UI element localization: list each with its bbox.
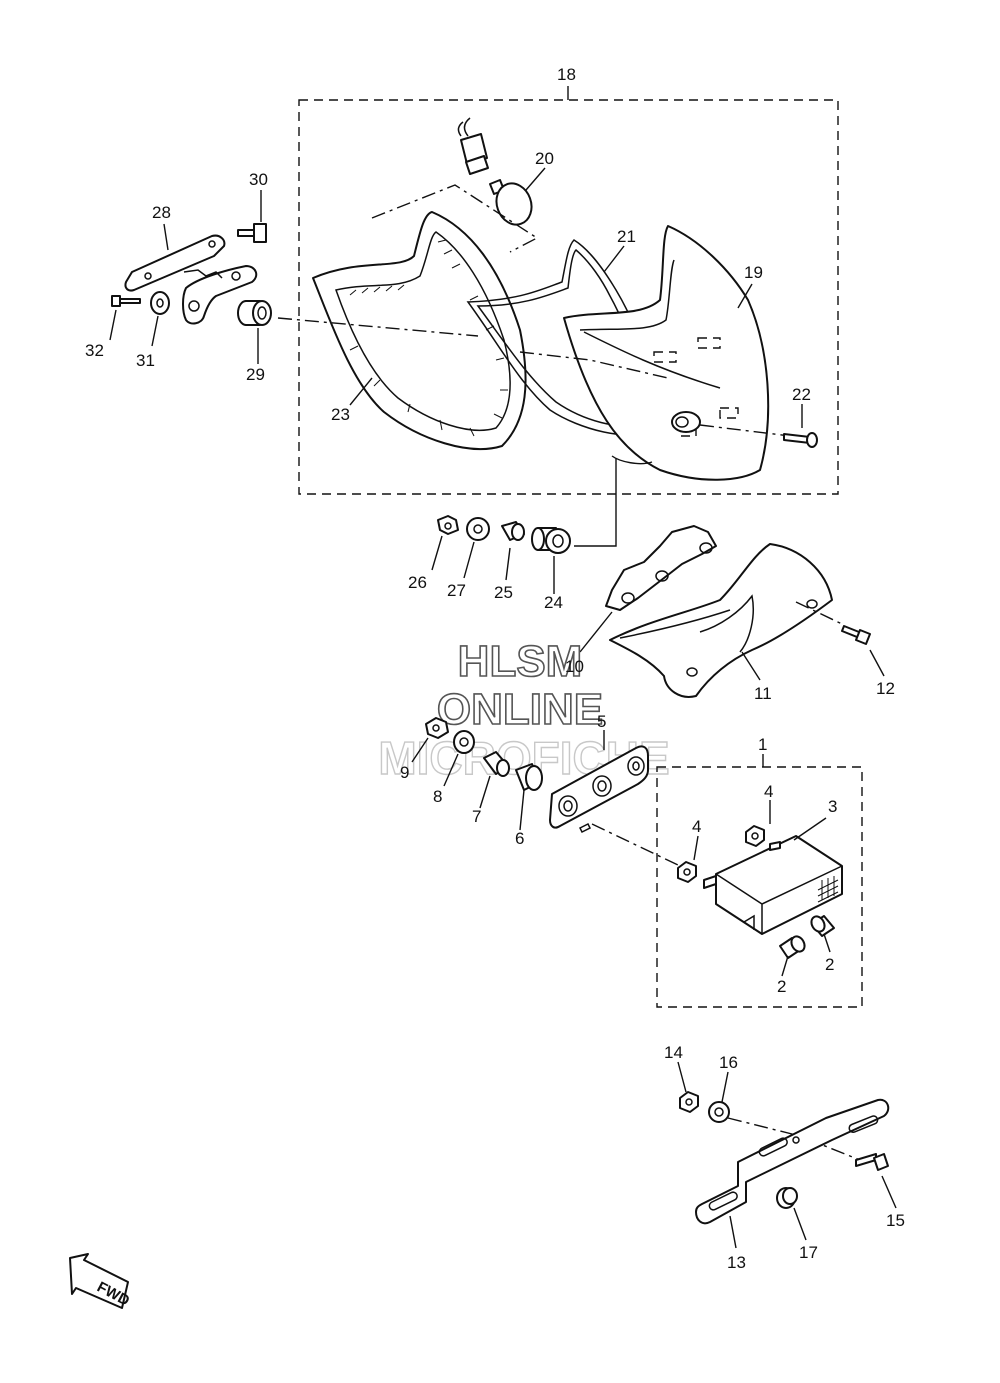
assembly-18-box — [298, 86, 839, 495]
callout-30: 30 — [249, 170, 268, 189]
callout-31: 31 — [136, 351, 155, 370]
assembly-1-box — [656, 754, 863, 1008]
callout-15: 15 — [886, 1211, 905, 1230]
callout-7: 7 — [472, 807, 481, 826]
callout-21: 21 — [617, 227, 636, 246]
plate-5 — [549, 730, 649, 834]
nut-4a — [745, 800, 771, 847]
callout-27: 27 — [447, 581, 466, 600]
nut-26 — [431, 515, 459, 571]
fwd-arrow: FWD — [69, 1253, 132, 1310]
callout-32: 32 — [85, 341, 104, 360]
collar-25 — [501, 521, 525, 581]
bracket-10 — [579, 525, 717, 653]
callout-19: 19 — [744, 263, 763, 282]
callout-16: 16 — [719, 1053, 738, 1072]
bracket-lower — [182, 265, 258, 325]
watermark-line-1: HLSM — [458, 637, 583, 686]
callout-26: 26 — [408, 573, 427, 592]
grommet-17 — [776, 1187, 807, 1241]
grommet-29 — [237, 300, 272, 364]
callout-2a: 2 — [825, 955, 834, 974]
collar-7 — [479, 751, 510, 809]
callout-10: 10 — [565, 657, 584, 676]
watermark-line-2: ONLINE — [437, 685, 603, 734]
housing-19 — [563, 225, 791, 481]
callout-5: 5 — [597, 712, 606, 731]
bulb-2b — [810, 915, 835, 953]
callout-29: 29 — [246, 365, 265, 384]
callout-13: 13 — [727, 1253, 746, 1272]
bolt-30 — [237, 190, 267, 243]
washer-27 — [463, 517, 490, 579]
nut-14 — [677, 1061, 699, 1113]
bulb-socket — [457, 117, 489, 175]
callout-18: 18 — [557, 65, 576, 84]
cover-11 — [609, 543, 833, 698]
callout-25: 25 — [494, 583, 513, 602]
callout-labels: 18 20 30 28 21 19 32 31 29 22 23 26 27 2… — [85, 65, 905, 1272]
callout-3: 3 — [828, 797, 837, 816]
callout-20: 20 — [535, 149, 554, 168]
callout-14: 14 — [664, 1043, 683, 1062]
callout-11: 11 — [754, 684, 772, 703]
nut-4b — [677, 835, 699, 883]
callout-4b: 4 — [692, 817, 701, 836]
screw-32 — [109, 295, 141, 341]
callout-4a: 4 — [764, 782, 773, 801]
callout-2b: 2 — [777, 977, 786, 996]
callout-1: 1 — [758, 735, 767, 754]
callout-12: 12 — [876, 679, 895, 698]
bulb-20 — [489, 167, 546, 226]
nut-9 — [411, 717, 449, 763]
washer-31 — [150, 291, 170, 347]
bracket-28 — [124, 223, 226, 292]
bolt-12 — [841, 625, 885, 677]
callout-28: 28 — [152, 203, 171, 222]
bolt-15 — [855, 1153, 897, 1209]
callout-24: 24 — [544, 593, 563, 612]
callout-6: 6 — [515, 829, 524, 848]
license-light-3 — [703, 817, 843, 935]
grommet-6 — [515, 763, 543, 831]
grommet-24 — [531, 527, 571, 594]
callout-22: 22 — [792, 385, 811, 404]
washer-8 — [443, 730, 475, 787]
callout-23: 23 — [331, 405, 350, 424]
callout-8: 8 — [433, 787, 442, 806]
washer-16 — [708, 1071, 730, 1123]
bracket-13 — [695, 1098, 890, 1249]
callout-9: 9 — [400, 763, 409, 782]
bulb-2a — [779, 935, 806, 977]
callout-17: 17 — [799, 1243, 818, 1262]
screw-22 — [783, 404, 818, 448]
